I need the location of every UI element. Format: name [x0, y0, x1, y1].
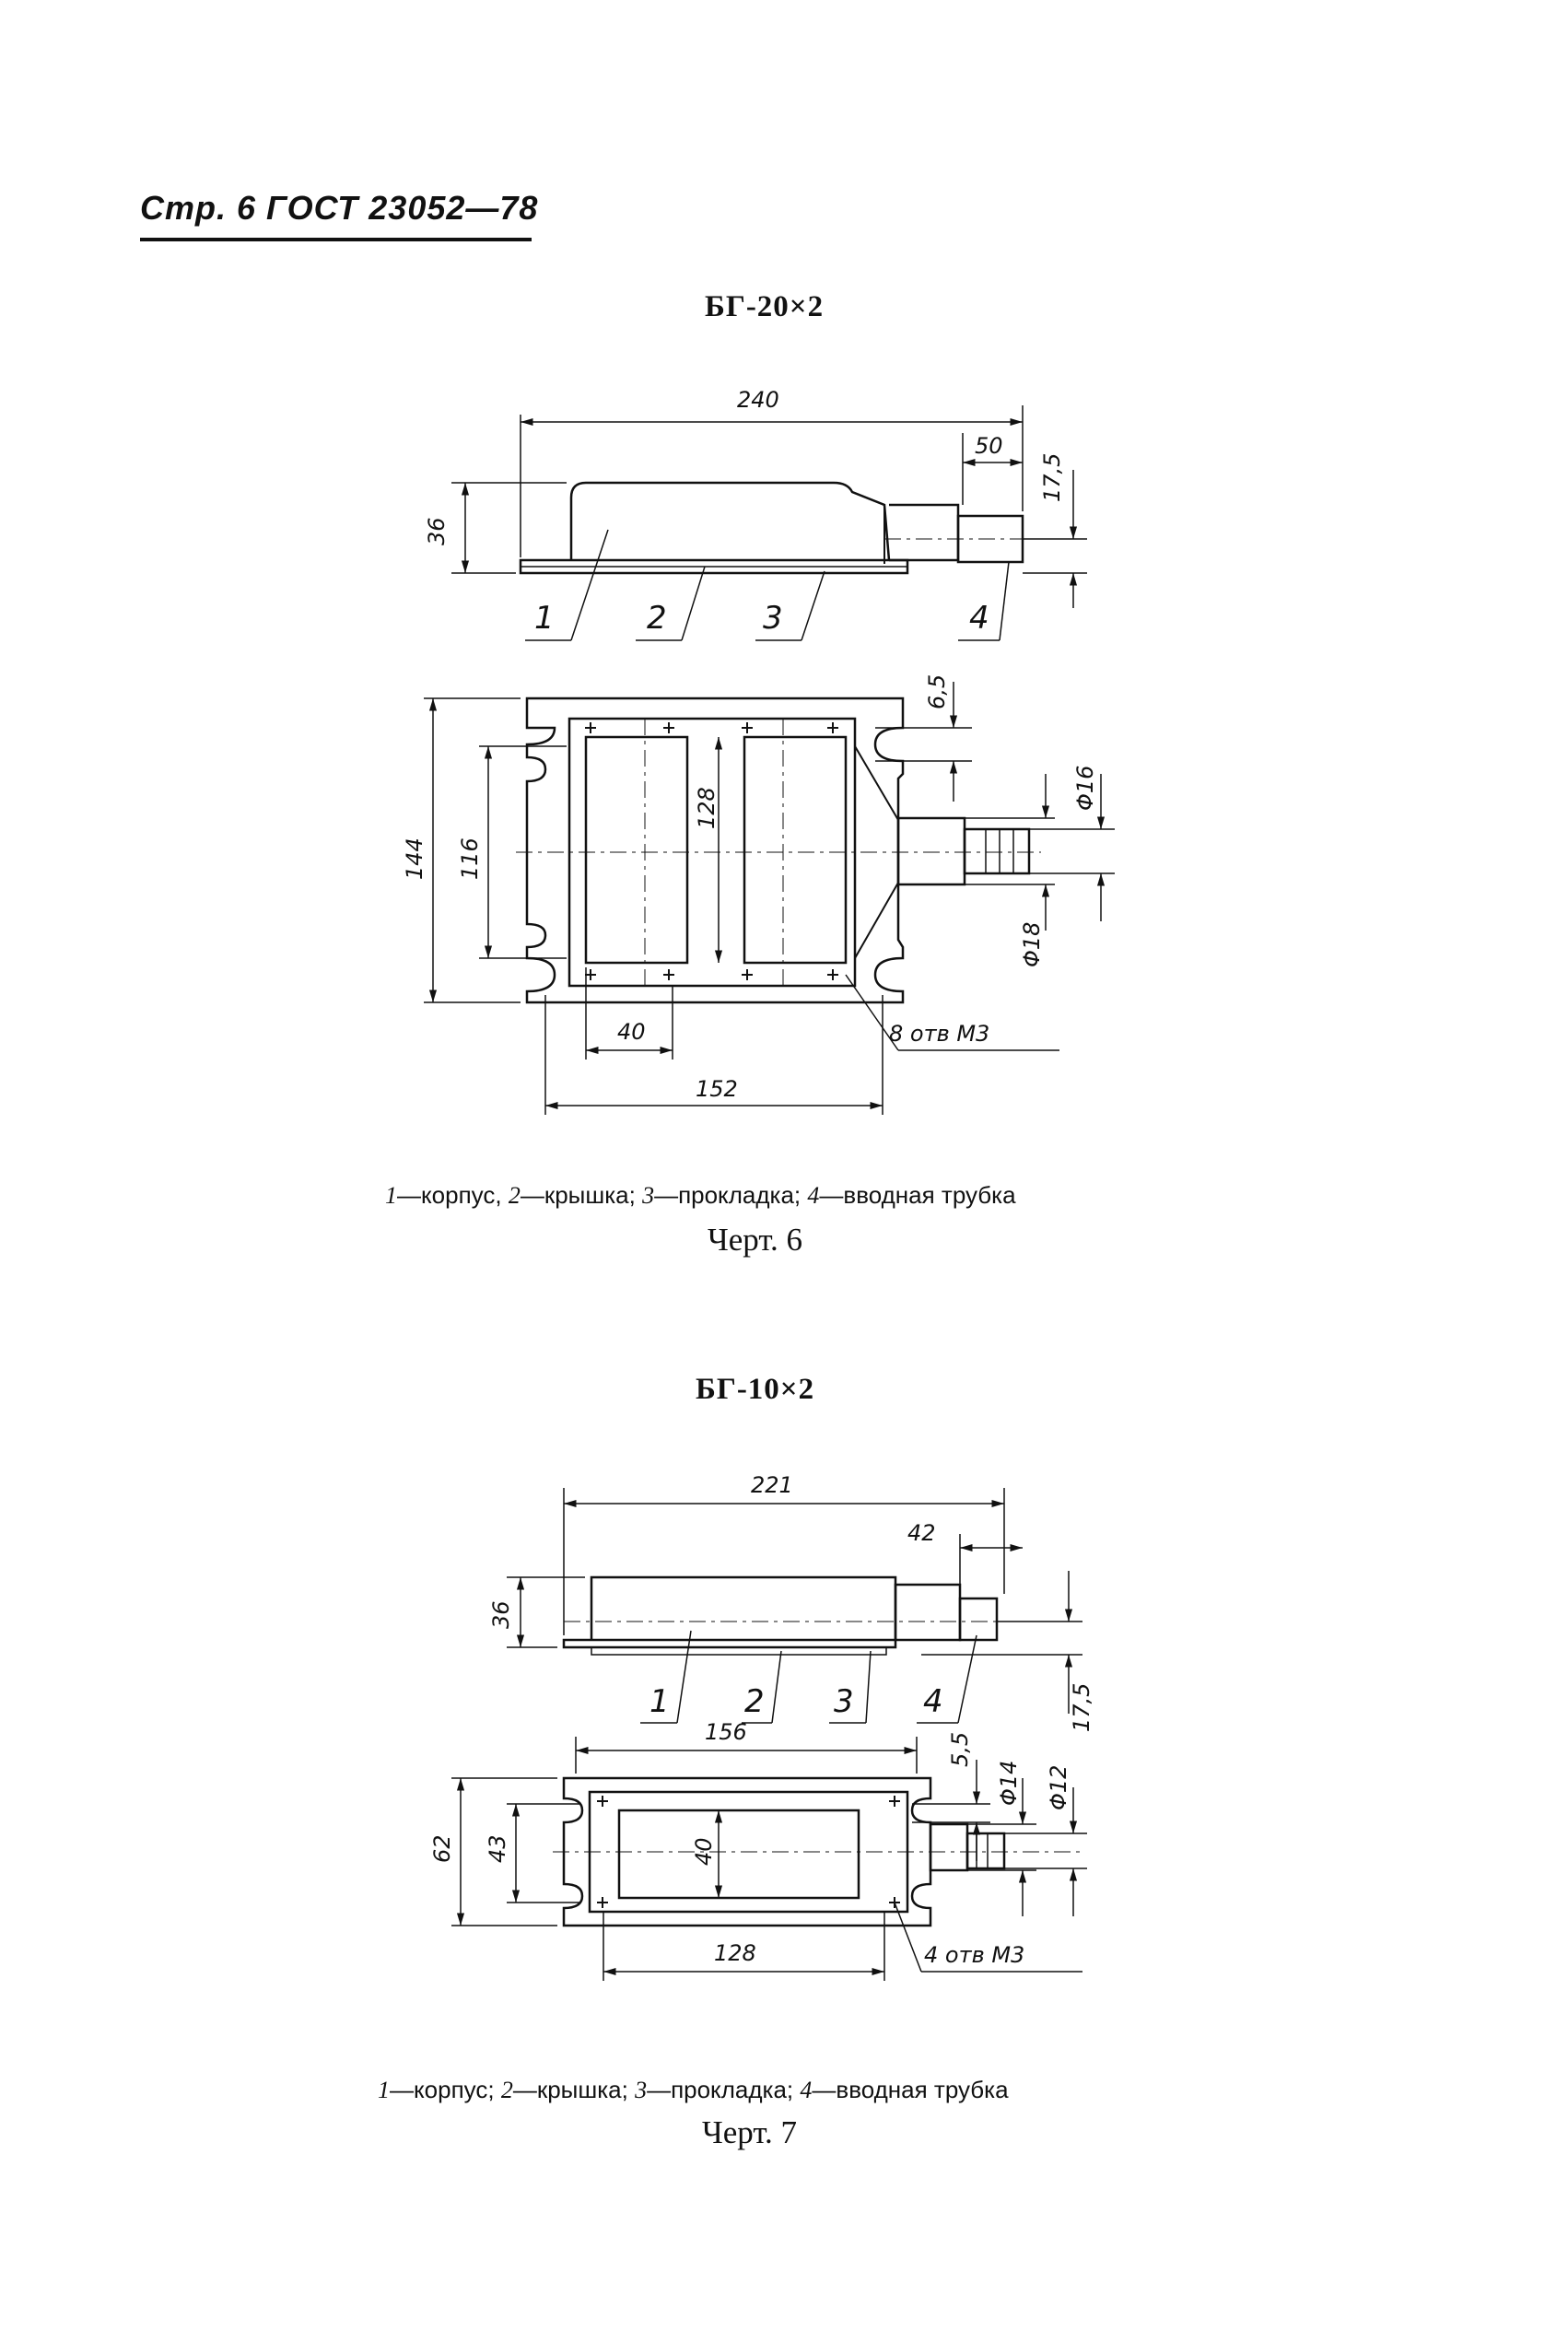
fig7-dim-62: 62: [429, 1834, 455, 1863]
fig7-plan-dimensions: [451, 1737, 1087, 1981]
legend-text: —крышка;: [512, 2076, 636, 2103]
legend-num: 1: [385, 1182, 397, 1209]
fig7-dim-d14: Φ14: [996, 1761, 1022, 1806]
legend-text: —вводная трубка: [812, 2076, 1009, 2103]
figure7-title: БГ-10×2: [696, 1373, 815, 1406]
fig6-plan-view: [525, 697, 1031, 1004]
fig7-part-3: 3: [834, 1683, 854, 1720]
fig7-dim-156: 156: [705, 1719, 747, 1745]
figure7-caption: Черт. 7: [702, 2114, 797, 2150]
fig6-dim-128: 128: [694, 787, 720, 829]
legend-num: 4: [800, 2077, 813, 2103]
fig6-plan-crosses: [585, 722, 838, 980]
fig6-part-1: 1: [534, 600, 555, 637]
page-header: Стр. 6 ГОСТ 23052—78: [140, 189, 538, 228]
legend-num: 1: [378, 2077, 390, 2103]
figure7-legend: 1—корпус; 2—крышка; 3—прокладка; 4—вводн…: [378, 2076, 1009, 2104]
fig6-dim-116: 116: [457, 837, 483, 880]
fig7-dim-d12: Φ12: [1046, 1765, 1071, 1810]
fig6-side-dimensions: [451, 405, 1087, 641]
fig7-side-dimensions: [507, 1488, 1082, 1724]
fig6-part-3: 3: [763, 600, 783, 637]
fig7-part-1: 1: [649, 1683, 670, 1720]
fig6-plan-dimensions: [424, 682, 1115, 1115]
legend-text: —вводная трубка: [819, 1181, 1016, 1209]
standard-number: ГОСТ 23052—78: [266, 189, 539, 227]
legend-num: 4: [807, 1182, 820, 1209]
fig6-dim-240: 240: [737, 387, 779, 413]
fig6-dim-40: 40: [617, 1019, 646, 1045]
fig6-dim-d18: Φ18: [1019, 922, 1045, 967]
page-number: Стр. 6: [140, 189, 257, 227]
legend-num: 3: [635, 2077, 648, 2103]
legend-text: —прокладка;: [647, 2076, 801, 2103]
fig6-dim-144: 144: [402, 837, 427, 880]
fig6-dim-36: 36: [424, 517, 450, 545]
fig6-part-4: 4: [969, 600, 989, 637]
fig7-dim-36: 36: [488, 1600, 514, 1629]
fig7-dim-17-5: 17,5: [1069, 1683, 1094, 1732]
figure6-title: БГ-20×2: [705, 290, 825, 323]
fig6-dim-152: 152: [696, 1076, 738, 1102]
fig7-dim-42: 42: [907, 1520, 936, 1546]
fig7-dim-5-5: 5,5: [947, 1732, 973, 1767]
fig7-dim-221: 221: [751, 1472, 793, 1498]
fig7-dim-40: 40: [691, 1837, 717, 1866]
fig6-side-view: [519, 481, 1087, 575]
fig7-part-2: 2: [744, 1683, 765, 1720]
fig6-dim-17-5: 17,5: [1039, 453, 1065, 502]
fig6-dim-50: 50: [975, 433, 1003, 459]
header-rule: [140, 238, 532, 241]
fig6-part-2: 2: [647, 600, 667, 637]
legend-text: —корпус;: [390, 2076, 501, 2103]
fig6-dim-6-5: 6,5: [924, 674, 950, 709]
fig7-dim-128: 128: [714, 1940, 756, 1966]
legend-text: —корпус,: [397, 1181, 509, 1209]
legend-num: 2: [508, 1182, 521, 1209]
fig6-dim-d16: Φ16: [1072, 766, 1098, 811]
legend-text: —прокладка;: [654, 1181, 808, 1209]
fig7-dim-43: 43: [485, 1834, 510, 1863]
fig7-side-view: [562, 1575, 1078, 1656]
figure6-legend: 1—корпус, 2—крышка; 3—прокладка; 4—вводн…: [385, 1181, 1016, 1210]
fig7-holes-note: 4 отв M3: [924, 1942, 1024, 1968]
fig6-holes-note: 8 отв M3: [889, 1021, 989, 1047]
figure6-caption: Черт. 6: [708, 1222, 802, 1258]
legend-num: 3: [642, 1182, 655, 1209]
fig7-part-4: 4: [923, 1683, 943, 1720]
legend-text: —крышка;: [520, 1181, 643, 1209]
legend-num: 2: [500, 2077, 513, 2103]
fig6-plan-centerlines: [516, 719, 1041, 990]
